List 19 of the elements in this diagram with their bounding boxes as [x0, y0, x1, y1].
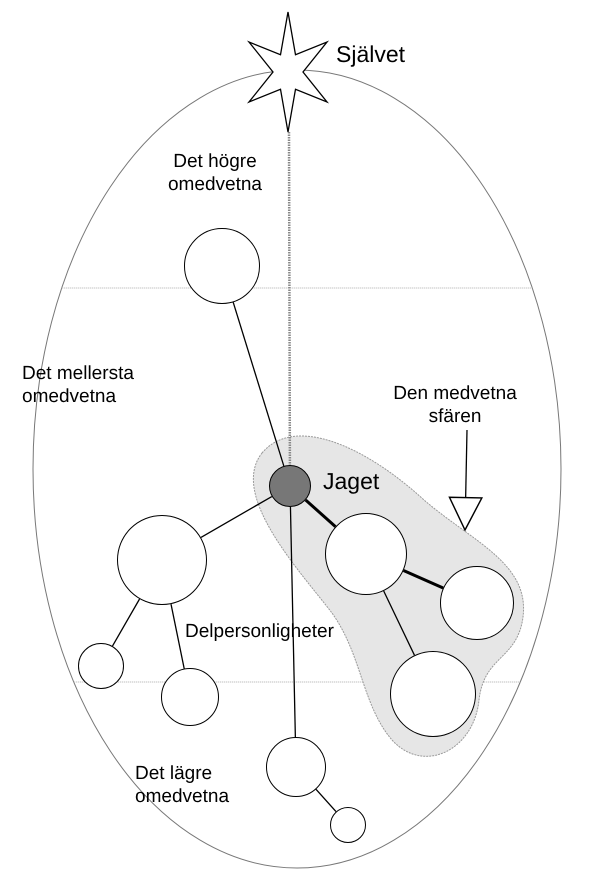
connector-line — [112, 598, 140, 646]
arrow — [448, 430, 483, 531]
region-label: Det mellersta omedvetna — [22, 362, 135, 408]
connector-line — [170, 604, 185, 669]
region-label: Den medvetna sfären — [392, 382, 518, 428]
node-label: Självet — [336, 43, 406, 66]
circle — [330, 807, 366, 843]
region-label: Det högre omedvetna — [166, 150, 263, 196]
connector-line — [383, 590, 416, 656]
connector-line — [304, 498, 336, 528]
region-label: Det lägre omedvetna — [135, 762, 230, 808]
connector-line — [232, 302, 284, 466]
connector-line — [290, 506, 296, 738]
connector-line — [316, 788, 336, 812]
node-label: Jaget — [323, 470, 380, 493]
connector-line — [200, 496, 272, 538]
connector-line — [288, 132, 292, 465]
circle — [78, 643, 124, 689]
connector-line — [402, 569, 444, 590]
